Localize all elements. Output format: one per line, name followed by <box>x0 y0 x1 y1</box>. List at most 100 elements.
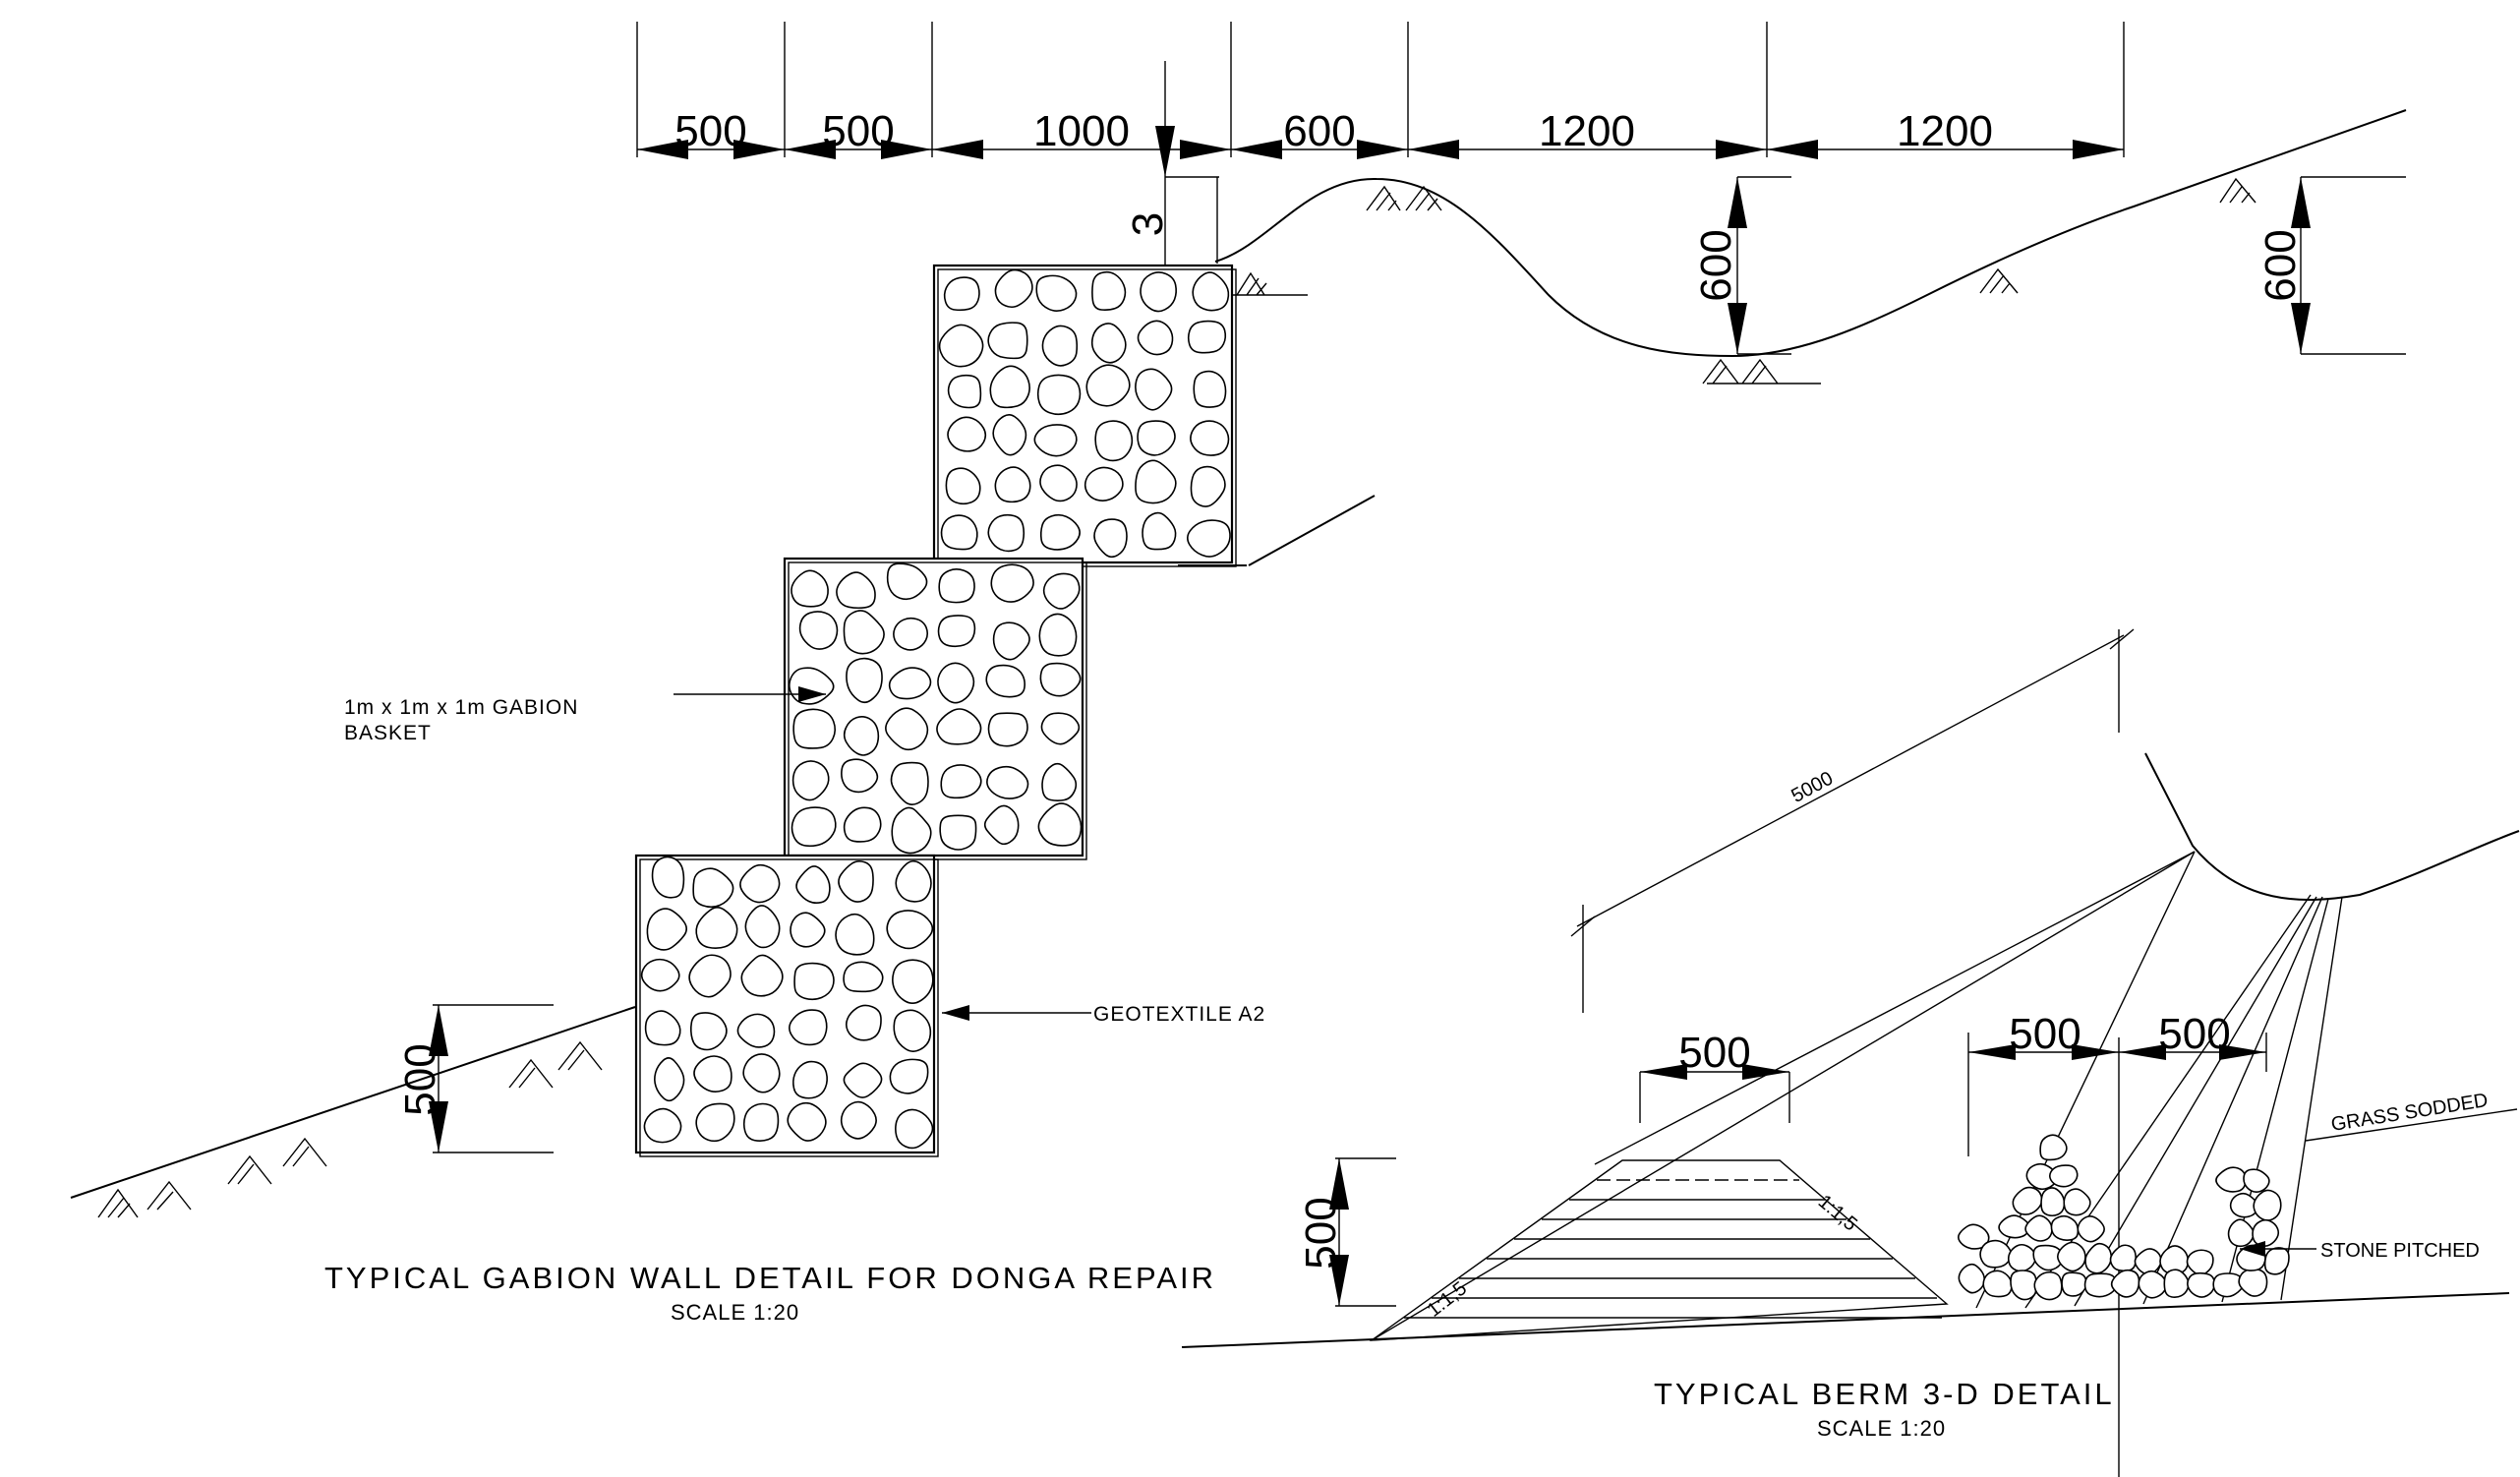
gabion-scale: SCALE 1:20 <box>671 1300 799 1325</box>
pitched-stone <box>2253 1189 2282 1221</box>
stone <box>843 806 882 843</box>
stone <box>1039 662 1082 697</box>
dim-1200-b: 1200 <box>1897 107 1993 155</box>
stone <box>890 761 929 805</box>
stone <box>791 1060 828 1099</box>
stone <box>891 806 932 855</box>
stone <box>1142 511 1177 551</box>
stone <box>945 467 981 505</box>
pitched-stone <box>1998 1214 2031 1239</box>
pitched-stone <box>2061 1271 2087 1297</box>
stone <box>795 865 831 905</box>
stone <box>1193 370 1227 408</box>
stone <box>835 913 875 956</box>
ravine-curve <box>2144 752 2520 901</box>
stone <box>644 1010 681 1046</box>
dim-3: 3 <box>1124 212 1172 236</box>
stone <box>798 611 839 650</box>
pitched-stone <box>2024 1214 2053 1242</box>
stone <box>1192 271 1230 312</box>
stone <box>1135 368 1173 411</box>
top-dimension-chain: 500 500 1000 600 1200 1200 <box>636 22 2125 159</box>
stone <box>845 1004 882 1041</box>
length-dimension: 5000 <box>1570 628 2135 1013</box>
stone <box>695 907 738 949</box>
stone <box>693 1055 733 1093</box>
left-slope-ground: 500 <box>70 1004 636 1218</box>
stone <box>1093 518 1128 559</box>
stone <box>1085 364 1131 407</box>
stone <box>994 466 1031 503</box>
stone <box>940 764 982 799</box>
stone <box>791 760 830 801</box>
stone <box>992 414 1027 456</box>
stone <box>886 562 928 601</box>
stone <box>742 1102 780 1142</box>
berm-scale: SCALE 1:20 <box>1817 1416 1946 1441</box>
top-width-dimension: 500 <box>1639 1029 1790 1123</box>
stone <box>889 1058 929 1094</box>
stone <box>986 765 1029 799</box>
stone <box>888 667 932 700</box>
stone <box>1041 762 1078 801</box>
slope-left-label: 1:1,5 <box>1424 1277 1472 1322</box>
dim-right-600: 600 <box>2256 229 2305 301</box>
stone <box>992 621 1030 661</box>
stone <box>937 662 975 704</box>
stone <box>886 910 934 950</box>
stone <box>1187 320 1227 354</box>
pitched-stone <box>2084 1242 2113 1274</box>
stone <box>792 708 837 749</box>
stone <box>936 708 982 745</box>
pitched-stones <box>1958 1134 2290 1301</box>
berm-detail: 5000 1:1,5 1:1,5 <box>1181 628 2520 1477</box>
berm-section: 1:1,5 1:1,5 <box>1369 1159 1949 1341</box>
stone <box>987 322 1028 360</box>
stone <box>846 657 883 704</box>
label-stone-pitched: STONE PITCHED <box>2320 1240 2480 1262</box>
pitched-stone <box>2010 1270 2037 1301</box>
stone <box>937 615 976 648</box>
stone <box>791 806 837 848</box>
label-basket-line2: BASKET <box>344 722 432 744</box>
dim-1000: 1000 <box>1033 107 1130 155</box>
stone <box>947 374 982 409</box>
pitched-stone <box>2110 1269 2140 1298</box>
stone <box>695 1102 735 1143</box>
pitched-stone <box>2007 1243 2037 1272</box>
stone <box>843 1062 883 1098</box>
stone <box>940 514 978 551</box>
stone <box>793 962 835 1001</box>
slope-right-label: 1:1,5 <box>1814 1191 1861 1235</box>
dim-500-left: 500 <box>2009 1010 2080 1058</box>
pitched-stone <box>2187 1271 2216 1298</box>
stone <box>739 863 781 904</box>
stone <box>892 959 934 1004</box>
stone <box>1036 374 1082 416</box>
label-grass-sodded: GRASS SODDED <box>2329 1090 2490 1136</box>
stone <box>1190 420 1230 456</box>
stone <box>1037 802 1083 847</box>
stone <box>1038 613 1078 657</box>
stone <box>836 571 876 610</box>
stone <box>640 958 680 992</box>
pitched-stone <box>2163 1269 2190 1298</box>
stone <box>1140 271 1178 313</box>
stone <box>895 1108 934 1150</box>
pitched-stone <box>2077 1214 2105 1243</box>
pitched-stone <box>2243 1168 2270 1194</box>
pitched-stone <box>1958 1263 1986 1294</box>
stone <box>893 617 929 651</box>
stone <box>938 324 984 368</box>
pitched-stone <box>2063 1188 2091 1216</box>
gabion-basket-top <box>932 264 1237 567</box>
stone <box>654 1057 685 1102</box>
stone <box>688 954 732 998</box>
pitched-stone <box>2050 1214 2080 1241</box>
gabion-wall-detail: 500 500 1000 600 1200 1200 3 <box>70 22 2407 1325</box>
label-geotextile: GEOTEXTILE A2 <box>1093 1003 1265 1026</box>
stone <box>840 1100 877 1140</box>
pitched-stone <box>2252 1218 2280 1248</box>
stone <box>843 961 884 993</box>
